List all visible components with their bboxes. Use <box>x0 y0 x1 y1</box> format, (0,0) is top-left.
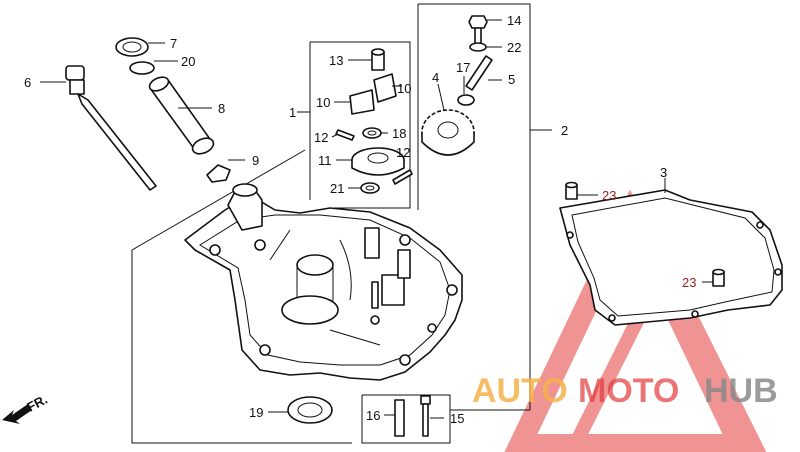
oil-seal-19 <box>268 396 333 424</box>
label-20: 20 <box>181 54 195 69</box>
label-14: 14 <box>507 13 521 28</box>
label-12b: 12 <box>396 145 410 160</box>
label-10a: 10 <box>316 95 330 110</box>
washer-21 <box>348 182 380 194</box>
watermark-moto: MOTO <box>578 372 679 410</box>
label-2: 2 <box>561 123 568 138</box>
gear-4 <box>421 83 475 156</box>
front-direction-arrow <box>2 404 32 424</box>
label-8: 8 <box>218 101 225 116</box>
seal-7 <box>115 37 165 57</box>
label-23b: 23 <box>682 275 696 290</box>
label-15: 15 <box>450 411 464 426</box>
governor-gear <box>336 147 405 176</box>
washer-22 <box>469 42 502 52</box>
pin-12 <box>331 129 413 185</box>
label-13: 13 <box>329 53 343 68</box>
watermark-text: AUTO MOTO HUB <box>472 372 778 410</box>
bolt-16 <box>384 399 405 437</box>
bolt-14 <box>468 15 502 45</box>
label-22: 22 <box>507 40 521 55</box>
part-labels: 1 2 3 4 5 6 7 8 9 10 10 11 12 12 13 14 1… <box>24 13 696 426</box>
label-3: 3 <box>660 165 667 180</box>
label-23a: 23 <box>602 188 616 203</box>
watermark-hub: HUB <box>704 372 778 410</box>
label-16: 16 <box>366 408 380 423</box>
label-9: 9 <box>252 153 259 168</box>
governor-slider <box>334 73 402 115</box>
dowel-23a <box>565 181 598 200</box>
label-5: 5 <box>508 72 515 87</box>
label-7: 7 <box>170 36 177 51</box>
label-10b: 10 <box>397 81 411 96</box>
watermark-auto: AUTO <box>472 372 568 410</box>
label-17: 17 <box>456 60 470 75</box>
watermark-logo <box>504 189 767 452</box>
filler-tube <box>148 76 215 155</box>
bolt-15 <box>420 395 444 437</box>
dowel-23b <box>702 268 725 287</box>
crankcase-cover <box>184 183 463 381</box>
label-19: 19 <box>249 405 263 420</box>
washer-17 <box>457 76 475 106</box>
group-frames <box>131 3 552 444</box>
label-4: 4 <box>432 70 439 85</box>
oring-20 <box>129 60 178 75</box>
label-11: 11 <box>318 153 332 168</box>
label-1: 1 <box>289 105 296 120</box>
label-21: 21 <box>330 181 344 196</box>
washer-18 <box>362 127 388 139</box>
gasket-3 <box>559 178 783 326</box>
dipstick <box>40 65 157 191</box>
clip-9 <box>206 159 245 183</box>
label-12a: 12 <box>314 130 328 145</box>
shaft-5 <box>465 55 502 91</box>
label-18: 18 <box>392 126 406 141</box>
label-6: 6 <box>24 75 31 90</box>
governor-pin <box>348 48 385 71</box>
